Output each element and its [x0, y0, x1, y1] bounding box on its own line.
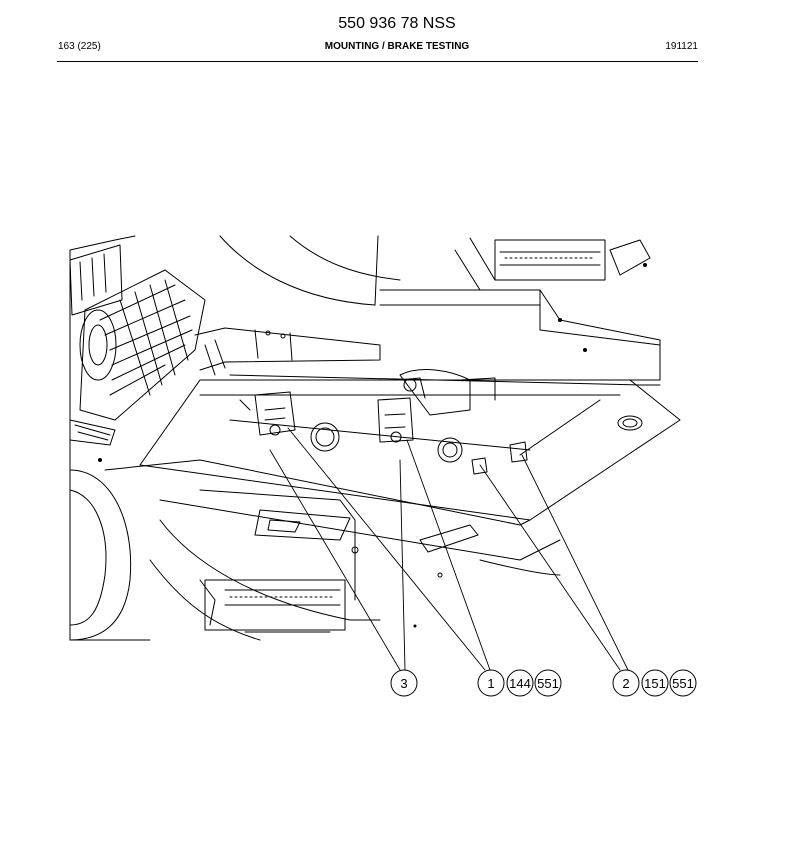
callout-label-551-b: 551	[672, 676, 694, 691]
wheel-top	[219, 235, 401, 306]
frame-beam	[229, 289, 661, 386]
callout-label-1: 1	[487, 676, 494, 691]
connector-block-top	[454, 237, 651, 291]
drive-shaft	[194, 327, 381, 376]
brake-valve-right	[377, 377, 426, 443]
doc-number: 550 936 78 NSS	[338, 15, 456, 32]
callout-551-a	[534, 669, 562, 697]
fitting-right	[471, 441, 528, 475]
bolt-markers	[98, 263, 647, 628]
drawing-outline	[69, 235, 151, 641]
callout-551-b	[669, 669, 697, 697]
callout-1	[477, 669, 505, 697]
wheel-bottom	[69, 469, 561, 641]
callout-circles	[390, 669, 697, 697]
connector-block-bottom	[199, 579, 346, 633]
lower-frame	[104, 459, 561, 601]
callout-label-151: 151	[644, 676, 666, 691]
callout-label-2: 2	[622, 676, 629, 691]
callout-label-144-a: 144	[509, 676, 531, 691]
header-rule	[57, 61, 698, 62]
callout-label-3: 3	[400, 676, 407, 691]
motor-housing	[69, 269, 206, 446]
date-code: 191121	[665, 41, 698, 52]
callout-label-551-a: 551	[537, 676, 559, 691]
callout-151	[641, 669, 669, 697]
section-title: MOUNTING / BRAKE TESTING	[324, 41, 470, 52]
page-count: 163 (225)	[58, 41, 101, 52]
callout-144-a	[506, 669, 534, 697]
brake-valve-left	[239, 391, 296, 436]
callout-3	[390, 669, 418, 697]
leader-lines	[269, 427, 629, 671]
brake-valve-upper	[399, 369, 496, 416]
callout-2	[612, 669, 640, 697]
